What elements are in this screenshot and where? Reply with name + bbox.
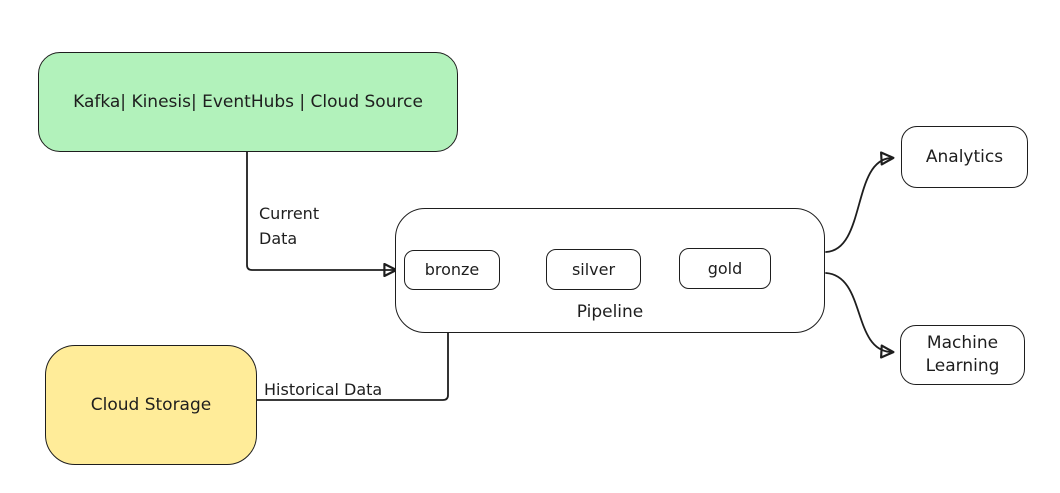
node-cloud-source: Kafka| Kinesis| EventHubs | Cloud Source bbox=[38, 52, 458, 152]
current-data-edge-label: Current Data bbox=[259, 204, 320, 248]
node-silver: silver bbox=[546, 249, 641, 290]
pipeline-to-analytics-arrow bbox=[825, 151, 895, 253]
node-machine-learning: Machine Learning bbox=[900, 325, 1025, 385]
cloud-storage-label: Cloud Storage bbox=[90, 394, 212, 415]
machine-learning-label: Machine Learning bbox=[925, 333, 1000, 376]
analytics-label: Analytics bbox=[925, 146, 1004, 167]
gold-label: gold bbox=[707, 258, 743, 278]
bronze-label: bronze bbox=[424, 260, 480, 280]
pipeline-label: Pipeline bbox=[576, 302, 644, 322]
node-bronze: bronze bbox=[404, 250, 500, 290]
silver-label: silver bbox=[571, 259, 616, 279]
pipeline-to-machine-learning-arrow bbox=[825, 272, 895, 359]
cloud-source-label: Kafka| Kinesis| EventHubs | Cloud Source bbox=[73, 91, 423, 112]
historical-data-edge-label: Historical Data bbox=[264, 380, 383, 399]
node-analytics: Analytics bbox=[901, 126, 1028, 188]
node-cloud-storage: Cloud Storage bbox=[45, 345, 257, 465]
node-gold: gold bbox=[679, 248, 771, 289]
